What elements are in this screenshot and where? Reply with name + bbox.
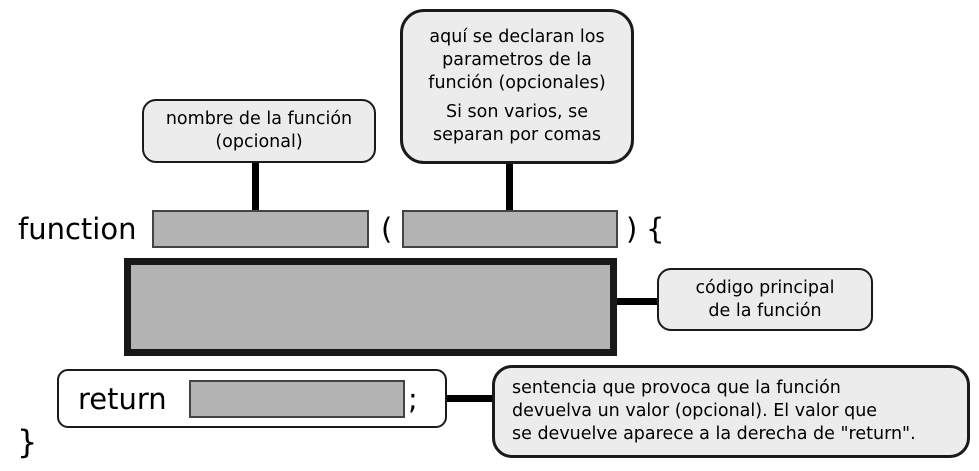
function-keyword-text: function	[18, 212, 137, 246]
connector-body-callout	[612, 298, 658, 305]
callout-return-note-line2: devuelva un valor (opcional). El valor q…	[512, 401, 878, 421]
callout-function-name-line2: (opcional)	[215, 132, 303, 152]
return-value-placeholder-box	[189, 380, 405, 418]
return-statement-container: return ;	[57, 369, 447, 428]
callout-function-params-line5: separan por comas	[432, 125, 602, 145]
callout-function-body-line2: de la función	[708, 300, 822, 321]
open-paren-text: (	[381, 212, 393, 246]
callout-function-params: aquí se declaran los parametros de la fu…	[400, 9, 634, 164]
callout-return-note-line1: sentencia que provoca que la función	[512, 378, 841, 398]
callout-function-params-line3: función (opcionales)	[428, 73, 606, 93]
callout-function-params-line2: parametros de la	[442, 50, 592, 70]
callout-function-params-line4: Si son varios, se	[446, 102, 588, 122]
function-params-placeholder-box	[402, 210, 618, 248]
function-body-placeholder-box	[124, 258, 617, 356]
callout-function-body: código principal de la función	[657, 268, 873, 331]
connector-params-callout	[506, 162, 513, 211]
open-brace-text: {	[646, 212, 665, 246]
callout-return-note-line3: se devuelve aparece a la derecha de "ret…	[512, 424, 916, 444]
callout-function-params-paragraph2: Si son varios, se separan por comas	[403, 101, 631, 147]
return-keyword-text: return	[78, 381, 167, 416]
callout-function-params-line1: aquí se declaran los	[429, 27, 605, 47]
function-name-placeholder-box	[152, 210, 369, 248]
callout-function-body-line1: código principal	[695, 277, 835, 298]
callout-return-note: sentencia que provoca que la función dev…	[492, 365, 970, 458]
semicolon-text: ;	[408, 381, 418, 416]
close-paren-text: )	[626, 212, 638, 246]
callout-function-name: nombre de la función (opcional)	[142, 99, 376, 163]
connector-return-callout	[444, 395, 493, 402]
callout-function-params-paragraph1: aquí se declaran los parametros de la fu…	[403, 26, 631, 95]
connector-name-callout	[252, 160, 259, 211]
callout-function-name-line1: nombre de la función	[165, 109, 353, 129]
close-brace-text: }	[17, 423, 38, 461]
